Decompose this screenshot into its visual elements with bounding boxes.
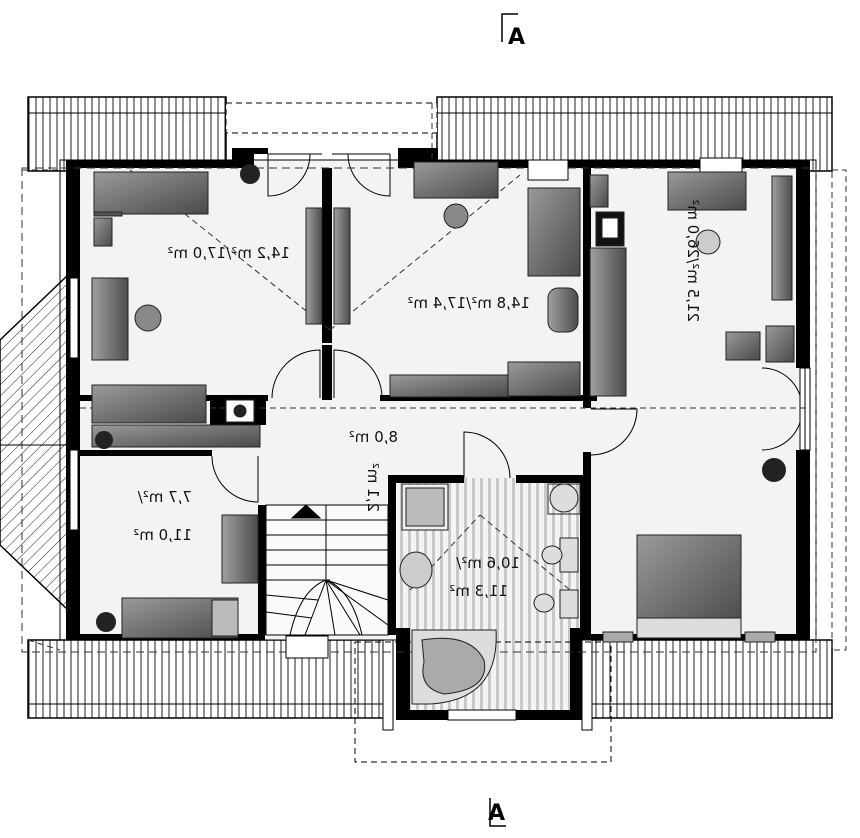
toilet-icon bbox=[559, 537, 579, 573]
bed-right bbox=[636, 534, 742, 628]
cabinet-left bbox=[91, 384, 207, 424]
roof-top bbox=[27, 96, 833, 172]
wardrobe-bottom-left bbox=[221, 514, 259, 584]
table-right bbox=[695, 229, 721, 255]
section-mark-top: A bbox=[501, 13, 525, 50]
room-label-bottom-left-1: 7,7 m²/ bbox=[137, 488, 192, 506]
chair-icon bbox=[134, 304, 162, 332]
room-label-right: 21,5 m²/26,0 m² bbox=[684, 199, 702, 322]
sink-icon bbox=[399, 551, 433, 589]
svg-text:A: A bbox=[508, 25, 525, 50]
svg-text:A: A bbox=[488, 801, 505, 826]
section-mark-bottom: A bbox=[488, 798, 506, 827]
wardrobe-center bbox=[305, 207, 323, 325]
room-label-bottom-left-2: 11,0 m² bbox=[133, 526, 192, 544]
roof-left-bay bbox=[0, 273, 69, 612]
room-label-top-left: 14,2 m²/17,0 m² bbox=[167, 244, 290, 262]
dormer-outline-top bbox=[225, 102, 438, 134]
bed-top-center bbox=[527, 187, 581, 277]
room-label-hall: 8,0 m² bbox=[349, 428, 398, 446]
sofa-top-left bbox=[93, 171, 209, 215]
washer-icon bbox=[549, 483, 579, 513]
door-swings bbox=[211, 153, 811, 503]
plant-icon bbox=[95, 164, 786, 632]
room-label-bath-1: 10,6 m²/ bbox=[455, 554, 520, 572]
nightstand-top-left bbox=[93, 217, 113, 247]
windows bbox=[69, 157, 743, 659]
staircase bbox=[265, 504, 389, 636]
bench-top-center bbox=[389, 374, 511, 398]
room-label-stair: 2,1 m² bbox=[364, 463, 382, 512]
desk-top-center bbox=[413, 161, 499, 199]
kitchen-unit bbox=[589, 247, 627, 397]
desk-left bbox=[91, 277, 129, 361]
sofa-right bbox=[667, 171, 747, 211]
room-label-top-center: 14,8 m²/17,4 m² bbox=[407, 294, 530, 312]
furniture bbox=[91, 161, 795, 705]
room-label-bath-2: 11,3 m² bbox=[449, 582, 508, 600]
